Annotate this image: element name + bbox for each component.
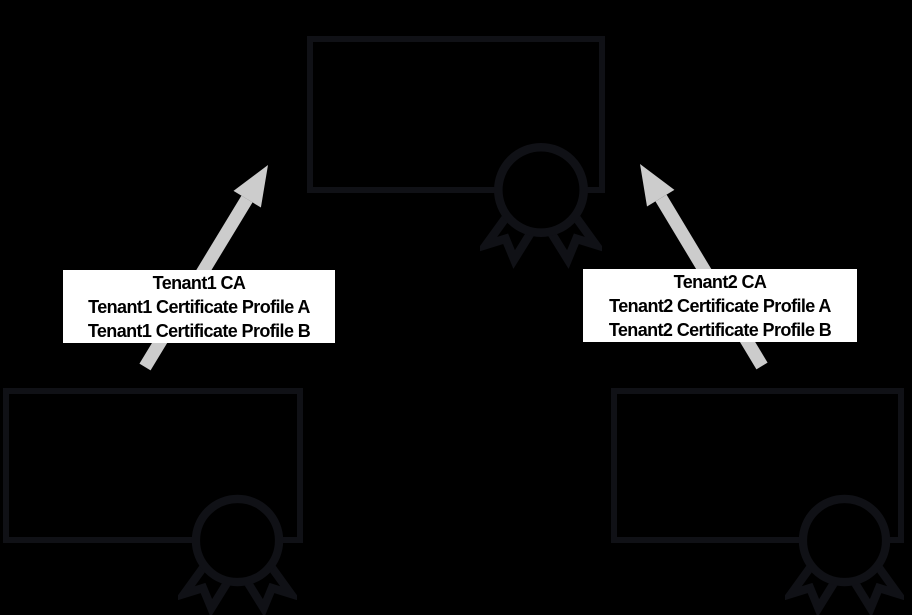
top-certificate-box [307,36,605,193]
certificate-ribbon-icon [785,494,904,615]
label-line: Tenant2 Certificate Profile A [609,296,831,316]
label-line: Tenant1 Certificate Profile A [88,297,310,317]
certificate-ribbon-icon [178,494,297,615]
label-line: Tenant2 Certificate Profile B [608,320,832,340]
tenant2-label: Tenant2 CA Tenant2 Certificate Profile A… [583,269,857,342]
bottom-right-certificate-box [611,388,904,543]
certificate-ribbon-icon [480,143,602,269]
label-line: Tenant1 CA [152,273,246,293]
bottom-left-certificate-box [3,388,303,543]
label-line: Tenant2 CA [673,272,767,292]
label-line: Tenant1 Certificate Profile B [87,321,311,341]
tenant1-label: Tenant1 CA Tenant1 Certificate Profile A… [63,270,335,343]
